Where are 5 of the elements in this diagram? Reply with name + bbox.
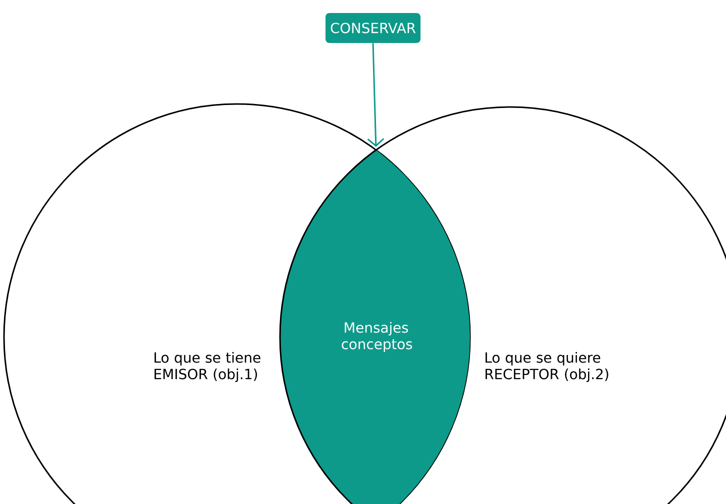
arrow — [367, 43, 384, 147]
circle-label: Lo que se tiene EMISOR (obj.1) — [154, 352, 260, 382]
circle-label: Lo que se quiere RECEPTOR (obj.2) — [486, 352, 608, 382]
lens-label: Mensajes conceptos — [342, 322, 412, 352]
label-box: CONSERVAR — [326, 13, 420, 43]
